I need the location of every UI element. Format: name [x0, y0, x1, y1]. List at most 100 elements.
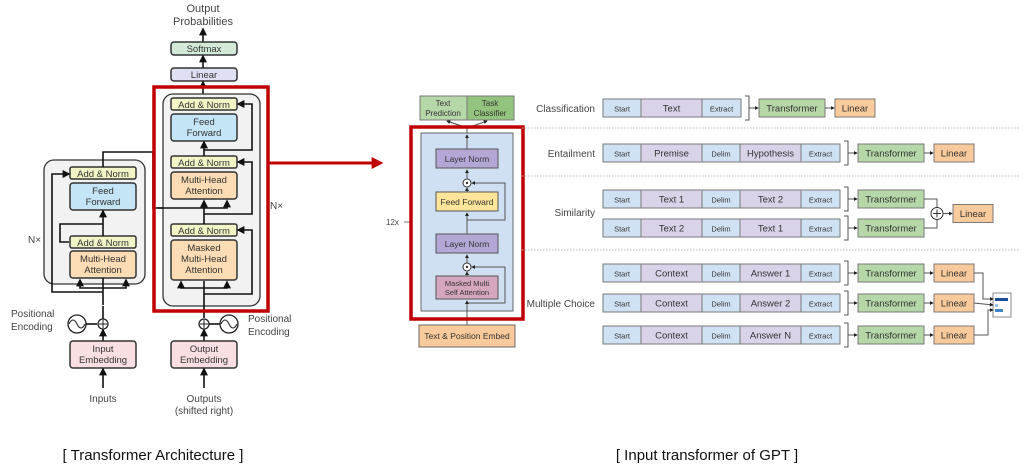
- token-cell: [800, 218, 841, 238]
- token-label: Start: [614, 196, 631, 205]
- token-label: Hypothesis: [747, 149, 794, 160]
- dot-bottom: [465, 265, 469, 269]
- token-label: Answer 2: [751, 299, 791, 310]
- token-cell: [800, 143, 841, 163]
- input-embedding-label-2: Embedding: [79, 355, 127, 366]
- transformer-label: Transformer: [865, 299, 916, 310]
- token-label: Extract: [809, 332, 833, 341]
- linear-label: Linear: [941, 269, 967, 280]
- task-label: Multiple Choice: [527, 299, 596, 310]
- transformer-label: Transformer: [865, 195, 916, 206]
- output-embedding-label-2: Embedding: [180, 355, 228, 366]
- sine-icon-right: [220, 319, 238, 329]
- bracket: [844, 322, 849, 348]
- decoder-attention-label-1: Multi-Head: [181, 175, 227, 186]
- bar-3: [995, 309, 1003, 312]
- encoder-add-norm-top-label: Add & Norm: [77, 169, 129, 180]
- decoder-masked-attention-label-1: Masked: [187, 243, 220, 254]
- token-label: Context: [655, 299, 688, 310]
- bracket: [844, 186, 849, 212]
- decoder-nx-label: N×: [270, 201, 283, 212]
- decoder-add-norm-1-label: Add & Norm: [178, 100, 230, 111]
- token-label: Answer N: [750, 331, 791, 342]
- decoder-attention: [170, 171, 238, 200]
- gpt-block: Text Prediction Task Classifier 12x Laye…: [386, 95, 525, 348]
- positional-encoding-left-1: Positional: [11, 309, 54, 320]
- bar-1: [995, 298, 1008, 301]
- sim-line-2: [924, 219, 938, 229]
- layer-norm-bottom: [435, 233, 499, 254]
- output-probabilities-label-1: Output: [186, 3, 219, 15]
- linear-label: Linear: [941, 149, 967, 160]
- task-label: Similarity: [554, 208, 595, 219]
- token-cell: [701, 98, 742, 118]
- decoder-add-norm-2-label: Add & Norm: [178, 158, 230, 169]
- token-label: Extract: [809, 150, 833, 159]
- token-cell: [800, 293, 841, 313]
- transformer-label: Transformer: [865, 149, 916, 160]
- token-cell: [800, 189, 841, 209]
- token-label: Text 1: [659, 195, 684, 206]
- token-label: Start: [614, 270, 631, 279]
- transformer-caption: [ Transformer Architecture ]: [63, 447, 244, 464]
- decoder-feed-forward-label-2: Forward: [187, 128, 222, 139]
- encoder-q-arrow: [76, 278, 103, 289]
- token-label: Delim: [711, 150, 730, 159]
- transformer-architecture: Output Probabilities Softmax Linear N× A…: [11, 3, 384, 464]
- input-embedding-label-1: Input: [92, 344, 113, 355]
- token-label: Start: [614, 332, 631, 341]
- transformer-label: Transformer: [865, 331, 916, 342]
- residual-bottom: [467, 265, 506, 304]
- text-position-embed-label: Text & Position Embed: [424, 331, 510, 341]
- bracket: [844, 140, 849, 166]
- encoder-attention-label-2: Attention: [84, 265, 122, 276]
- positional-encoding-left-2: Encoding: [11, 322, 53, 333]
- token-label: Context: [655, 269, 688, 280]
- repeat-label: 12x: [386, 218, 399, 227]
- masked-attention-label-2: Self Attention: [445, 288, 489, 297]
- gpt-feed-forward-label: Feed Forward: [441, 197, 494, 207]
- transformer-label: Transformer: [766, 104, 817, 115]
- transformer-label: Transformer: [865, 269, 916, 280]
- outputs-shifted-label: (shifted right): [175, 406, 233, 417]
- linear-label: Linear: [191, 70, 217, 81]
- mc-line-1: [974, 272, 994, 301]
- encoder-v-arrow: [103, 278, 130, 289]
- masked-attention-label-1: Masked Multi: [445, 279, 490, 288]
- positional-encoding-right-1: Positional: [248, 314, 291, 325]
- bar-2: [995, 304, 998, 307]
- inputs-label: Inputs: [89, 394, 116, 405]
- decoder-residual-1: [204, 100, 253, 151]
- decoder-feed-forward-label-1: Feed: [193, 117, 215, 128]
- encoder-residual-1: [51, 170, 103, 293]
- encoder-feed-forward-label-2: Forward: [86, 197, 121, 208]
- gpt-caption: [ Input transformer of GPT ]: [616, 447, 798, 464]
- layer-norm-bottom-label: Layer Norm: [445, 239, 489, 249]
- task-classifier-box: [466, 95, 515, 121]
- similarity-linear-box: [952, 204, 994, 223]
- bracket: [844, 260, 849, 286]
- residual-top: [467, 181, 506, 221]
- token-label: Text 1: [758, 224, 783, 235]
- decoder-masked-attention-label-2: Multi-Head: [181, 254, 227, 265]
- plus-right: [200, 320, 208, 328]
- encoder-residual-2: [59, 223, 103, 243]
- token-label: Delim: [711, 300, 730, 309]
- decoder-attn-q-arrow: [203, 199, 231, 214]
- encoder-add-norm-bottom-label: Add & Norm: [77, 238, 129, 249]
- token-label: Start: [614, 300, 631, 309]
- mc-line-3: [974, 308, 994, 336]
- token-label: Extract: [809, 270, 833, 279]
- decoder-residual-2: [204, 158, 253, 215]
- token-label: Extract: [809, 225, 833, 234]
- token-label: Text 2: [659, 224, 684, 235]
- layer-norm-top-label: Layer Norm: [445, 154, 489, 164]
- output-probabilities-label-2: Probabilities: [173, 16, 233, 28]
- dot-top: [465, 181, 469, 185]
- token-cell: [800, 325, 841, 345]
- linear-label: Linear: [941, 331, 967, 342]
- encoder-nx-label: N×: [28, 235, 41, 246]
- encoder-feed-forward-label-1: Feed: [92, 186, 114, 197]
- transformer-label: Transformer: [865, 224, 916, 235]
